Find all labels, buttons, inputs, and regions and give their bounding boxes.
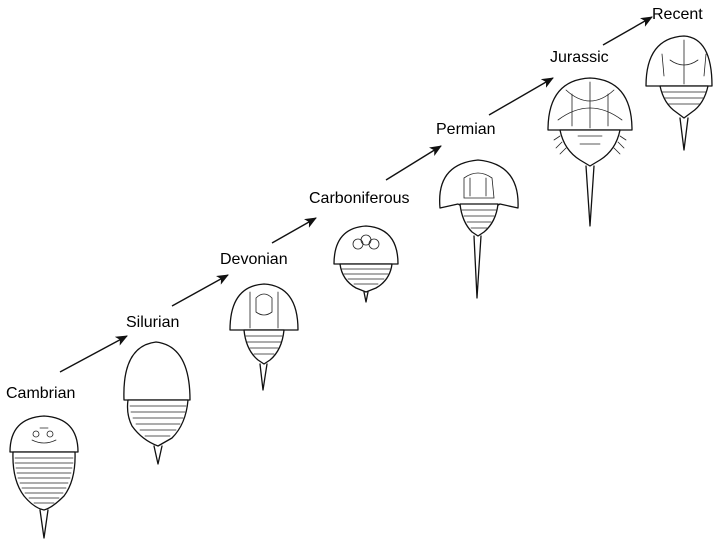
label-permian: Permian xyxy=(436,122,496,138)
arrow-jurassic-recent xyxy=(603,17,652,45)
arrow-permian-jurassic xyxy=(489,78,553,115)
label-devonian: Devonian xyxy=(220,252,288,268)
label-carboniferous: Carboniferous xyxy=(309,191,410,207)
silurian-organism-illustration xyxy=(124,342,190,464)
jurassic-organism-illustration xyxy=(548,78,632,226)
recent-organism-illustration xyxy=(646,36,712,150)
arrow-silurian-devonian xyxy=(172,275,228,306)
arrow-carboniferous-permian xyxy=(386,146,441,180)
cambrian-organism-illustration xyxy=(10,416,78,538)
carboniferous-organism-illustration xyxy=(334,226,398,302)
label-jurassic: Jurassic xyxy=(550,50,609,66)
arrow-devonian-carboniferous xyxy=(272,218,316,243)
label-cambrian: Cambrian xyxy=(6,386,75,402)
permian-organism-illustration xyxy=(440,160,518,298)
devonian-organism-illustration xyxy=(230,284,298,390)
arrow-cambrian-silurian xyxy=(60,336,127,372)
label-recent: Recent xyxy=(652,7,703,23)
label-silurian: Silurian xyxy=(126,315,179,331)
